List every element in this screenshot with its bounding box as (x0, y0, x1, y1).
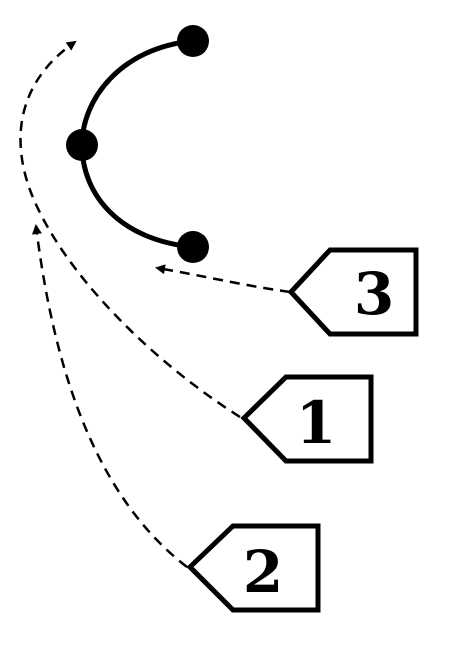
tag-3: 3 (287, 247, 419, 337)
tag-2: 2 (186, 523, 321, 613)
dashed-path-2 (32, 224, 188, 568)
tag-2-label: 2 (243, 538, 283, 606)
tag-3-label: 3 (354, 260, 394, 328)
solid-arc (79, 38, 194, 250)
tag-1: 1 (240, 374, 374, 464)
node-middle (66, 129, 98, 161)
tag-3-shape (287, 247, 419, 337)
dashed-path-1 (19, 40, 241, 419)
node-bottom (177, 231, 209, 263)
node-top (177, 25, 209, 57)
dashed-path-3 (155, 264, 291, 294)
tag-1-shape (240, 374, 374, 464)
tag-2-shape (186, 523, 321, 613)
tag-1-label: 1 (296, 389, 336, 457)
